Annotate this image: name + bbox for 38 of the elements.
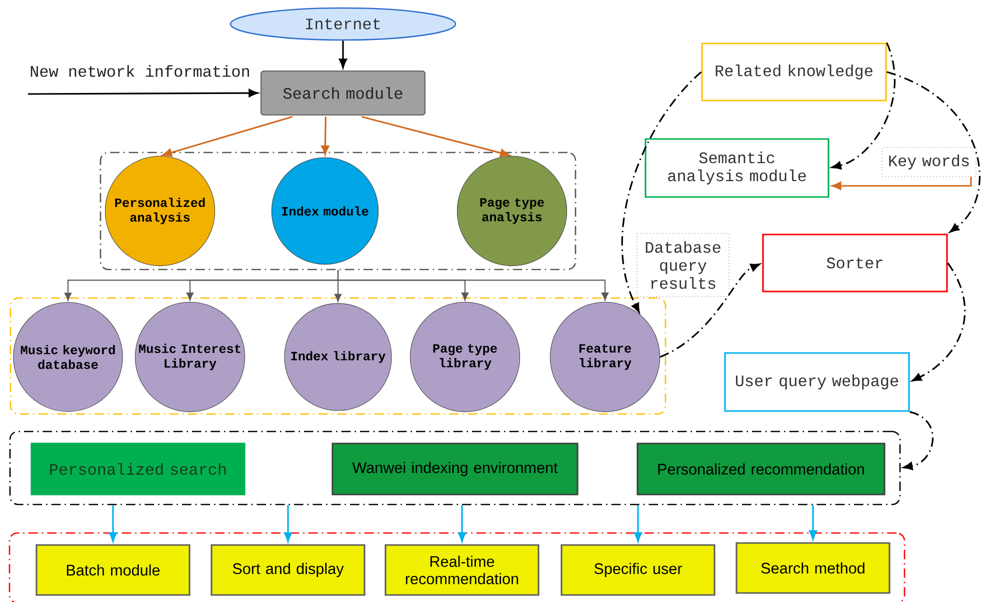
process-box: Sorter [762,234,948,292]
arrow [284,505,292,542]
process-box: Real-time recommendation [384,544,540,596]
arrow [458,505,466,542]
process-box: Search module [260,70,426,116]
arrow [808,505,818,540]
arrow [337,270,609,300]
arrow [338,40,348,68]
process-box: Personalized recommendation [636,442,886,496]
process-box: Semantic analysis module [644,138,830,198]
group-frame [9,430,901,506]
arrow [634,505,642,542]
arrow [621,71,702,313]
group-frame [100,152,576,270]
edge-label: New network information [30,65,249,77]
arrow [912,262,966,382]
arrow [108,505,118,542]
arrow [361,116,510,158]
arrow [162,116,293,157]
arrow [660,263,760,358]
group-frame [10,297,666,415]
arrow [832,176,972,190]
arrow [886,71,980,233]
arrow [832,42,896,170]
text-box: Database query results [636,233,730,297]
process-box: Wanwei indexing environment [332,442,578,496]
text-box: Key words [882,147,976,177]
process-box: Related knowledge [701,42,887,102]
process-box: Personalized search [30,442,246,496]
group-frame [8,532,906,602]
process-box: Search method [736,542,890,594]
process-box: User query webpage [724,352,910,412]
arrow [903,411,934,470]
process-box: Specific user [560,544,716,596]
arrow [28,89,258,98]
process-box: Batch module [36,544,190,596]
arrow [321,116,330,156]
process-box: Sort and display [210,544,366,596]
